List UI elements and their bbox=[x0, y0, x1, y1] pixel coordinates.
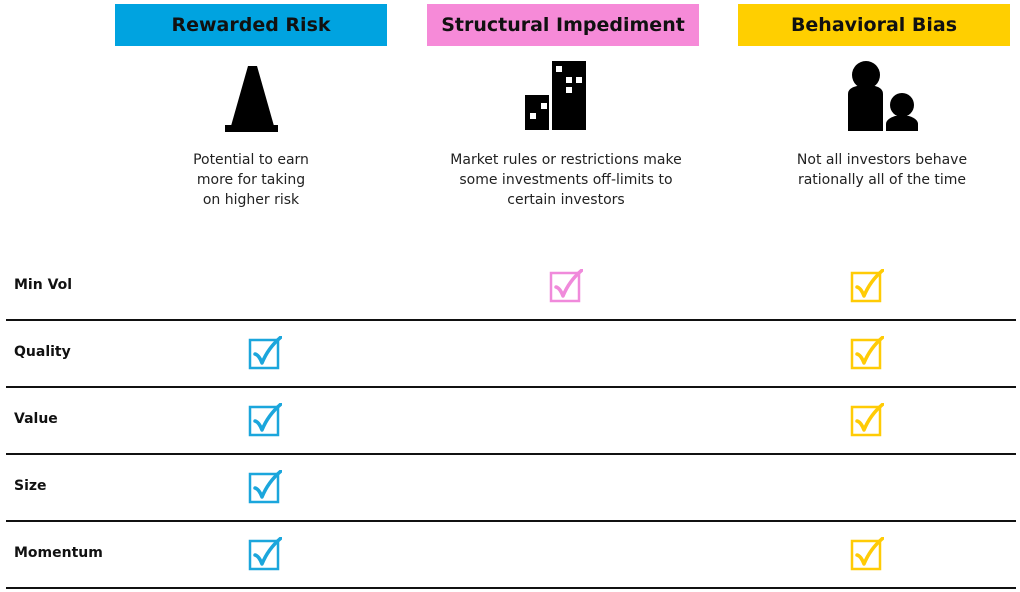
description-behavioral-bias: Not all investors behave rationally all … bbox=[732, 150, 1020, 190]
description-line: Not all investors behave bbox=[796, 152, 968, 168]
checkmark-icon bbox=[248, 536, 283, 571]
checkmark-icon bbox=[850, 268, 885, 303]
header-label: Behavioral Bias bbox=[790, 14, 958, 36]
row-label: Min Vol bbox=[14, 277, 73, 293]
buildings-icon bbox=[525, 61, 586, 130]
description-line: Potential to earn bbox=[193, 152, 309, 168]
checkmark-icon bbox=[850, 536, 885, 571]
header-label: Rewarded Risk bbox=[171, 14, 331, 36]
checkmark-icon bbox=[248, 402, 283, 437]
checkmark-icon bbox=[850, 335, 885, 370]
row-divider bbox=[6, 386, 1016, 388]
row-divider bbox=[6, 520, 1016, 522]
header-structural-impediment: Structural Impediment bbox=[427, 4, 699, 46]
row-divider bbox=[6, 453, 1016, 455]
checkmark-icon bbox=[248, 335, 283, 370]
header-behavioral-bias: Behavioral Bias bbox=[738, 4, 1010, 46]
description-line: Market rules or restrictions make bbox=[450, 152, 682, 168]
people-icon bbox=[848, 61, 918, 131]
row-divider bbox=[6, 587, 1016, 589]
description-line: more for taking bbox=[196, 172, 306, 188]
row-label: Size bbox=[14, 478, 47, 494]
description-structural-impediment: Market rules or restrictions make some i… bbox=[416, 150, 716, 210]
description-line: on higher risk bbox=[202, 192, 300, 208]
description-rewarded-risk: Potential to earn more for taking on hig… bbox=[101, 150, 401, 210]
row-label: Value bbox=[14, 411, 58, 427]
description-line: certain investors bbox=[507, 192, 625, 208]
checkmark-icon bbox=[248, 469, 283, 504]
row-label: Quality bbox=[14, 344, 71, 360]
traffic-cone-icon bbox=[225, 66, 278, 132]
description-line: rationally all of the time bbox=[797, 172, 967, 188]
row-label: Momentum bbox=[14, 545, 103, 561]
checkmark-icon bbox=[549, 268, 584, 303]
checkmark-icon bbox=[850, 402, 885, 437]
header-label: Structural Impediment bbox=[441, 14, 685, 36]
row-divider bbox=[6, 319, 1016, 321]
header-rewarded-risk: Rewarded Risk bbox=[115, 4, 387, 46]
description-line: some investments off-limits to bbox=[459, 172, 673, 188]
